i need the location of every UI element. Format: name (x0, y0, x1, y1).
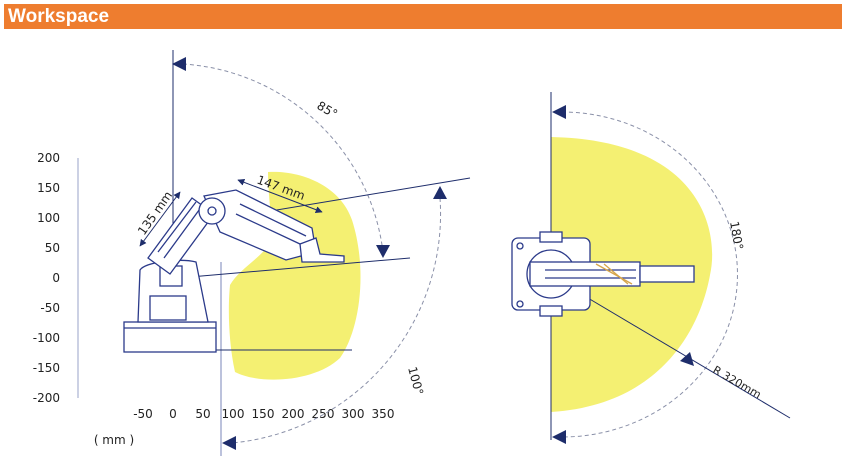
angle-arc-85 (182, 63, 384, 253)
angle-label-180: 180° (727, 220, 746, 251)
reach-line-lower (189, 257, 411, 278)
robot-top (511, 231, 695, 317)
angle-label-100: 100° (405, 365, 426, 397)
side-workspace-area (228, 171, 361, 380)
angle-label-85: 85° (315, 98, 340, 121)
arc-arrowhead (433, 186, 447, 199)
top-view: 180° R 320mm (511, 92, 791, 444)
x-tick-label: 150 (252, 407, 275, 421)
unit-label: ( mm ) (94, 433, 134, 447)
section-title: Workspace (8, 6, 110, 27)
x-tick-label: 350 (372, 407, 395, 421)
y-tick-label: -100 (33, 331, 60, 345)
x-tick-label: 50 (195, 407, 210, 421)
section-header: Workspace (4, 4, 842, 29)
y-tick-label: -150 (33, 361, 60, 375)
y-tick-label: -200 (33, 391, 60, 405)
arc-arrowhead (552, 105, 566, 119)
y-axis: 200 150 100 50 0 -50 -100 -150 -200 (33, 151, 79, 405)
y-tick-label: 100 (37, 211, 60, 225)
x-axis: -50 0 50 100 150 200 250 300 350 ( mm ) (94, 407, 395, 447)
y-tick-label: 200 (37, 151, 60, 165)
y-tick-label: 50 (45, 241, 60, 255)
robot-end-effector (299, 237, 345, 263)
y-tick-label: -50 (40, 301, 60, 315)
x-tick-label: 300 (342, 407, 365, 421)
dimension-arrow-upper-arm (237, 178, 323, 214)
angle-arc-100 (231, 197, 442, 444)
robot-base (123, 321, 217, 353)
radius-label: R 320mm (711, 363, 764, 401)
robot-side (123, 189, 345, 353)
x-tick-label: 200 (282, 407, 305, 421)
robot-top-end-effector (639, 265, 695, 283)
side-view: 200 150 100 50 0 -50 -100 -150 -200 -50 … (33, 50, 471, 456)
arc-arrowhead (172, 57, 186, 71)
radius-arrowhead (680, 352, 694, 366)
y-tick-label: 150 (37, 181, 60, 195)
y-tick-label: 0 (52, 271, 60, 285)
dimension-arrow-lower-arm (139, 191, 181, 247)
robot-top-arm (529, 261, 641, 287)
angle-arc-180 (561, 111, 739, 438)
arc-arrowhead (222, 436, 236, 450)
x-tick-label: 100 (222, 407, 245, 421)
radius-line (560, 281, 791, 419)
x-tick-label: -50 (133, 407, 153, 421)
arc-arrowhead (552, 430, 566, 444)
arc-arrowhead (376, 245, 390, 258)
x-tick-label: 0 (169, 407, 177, 421)
